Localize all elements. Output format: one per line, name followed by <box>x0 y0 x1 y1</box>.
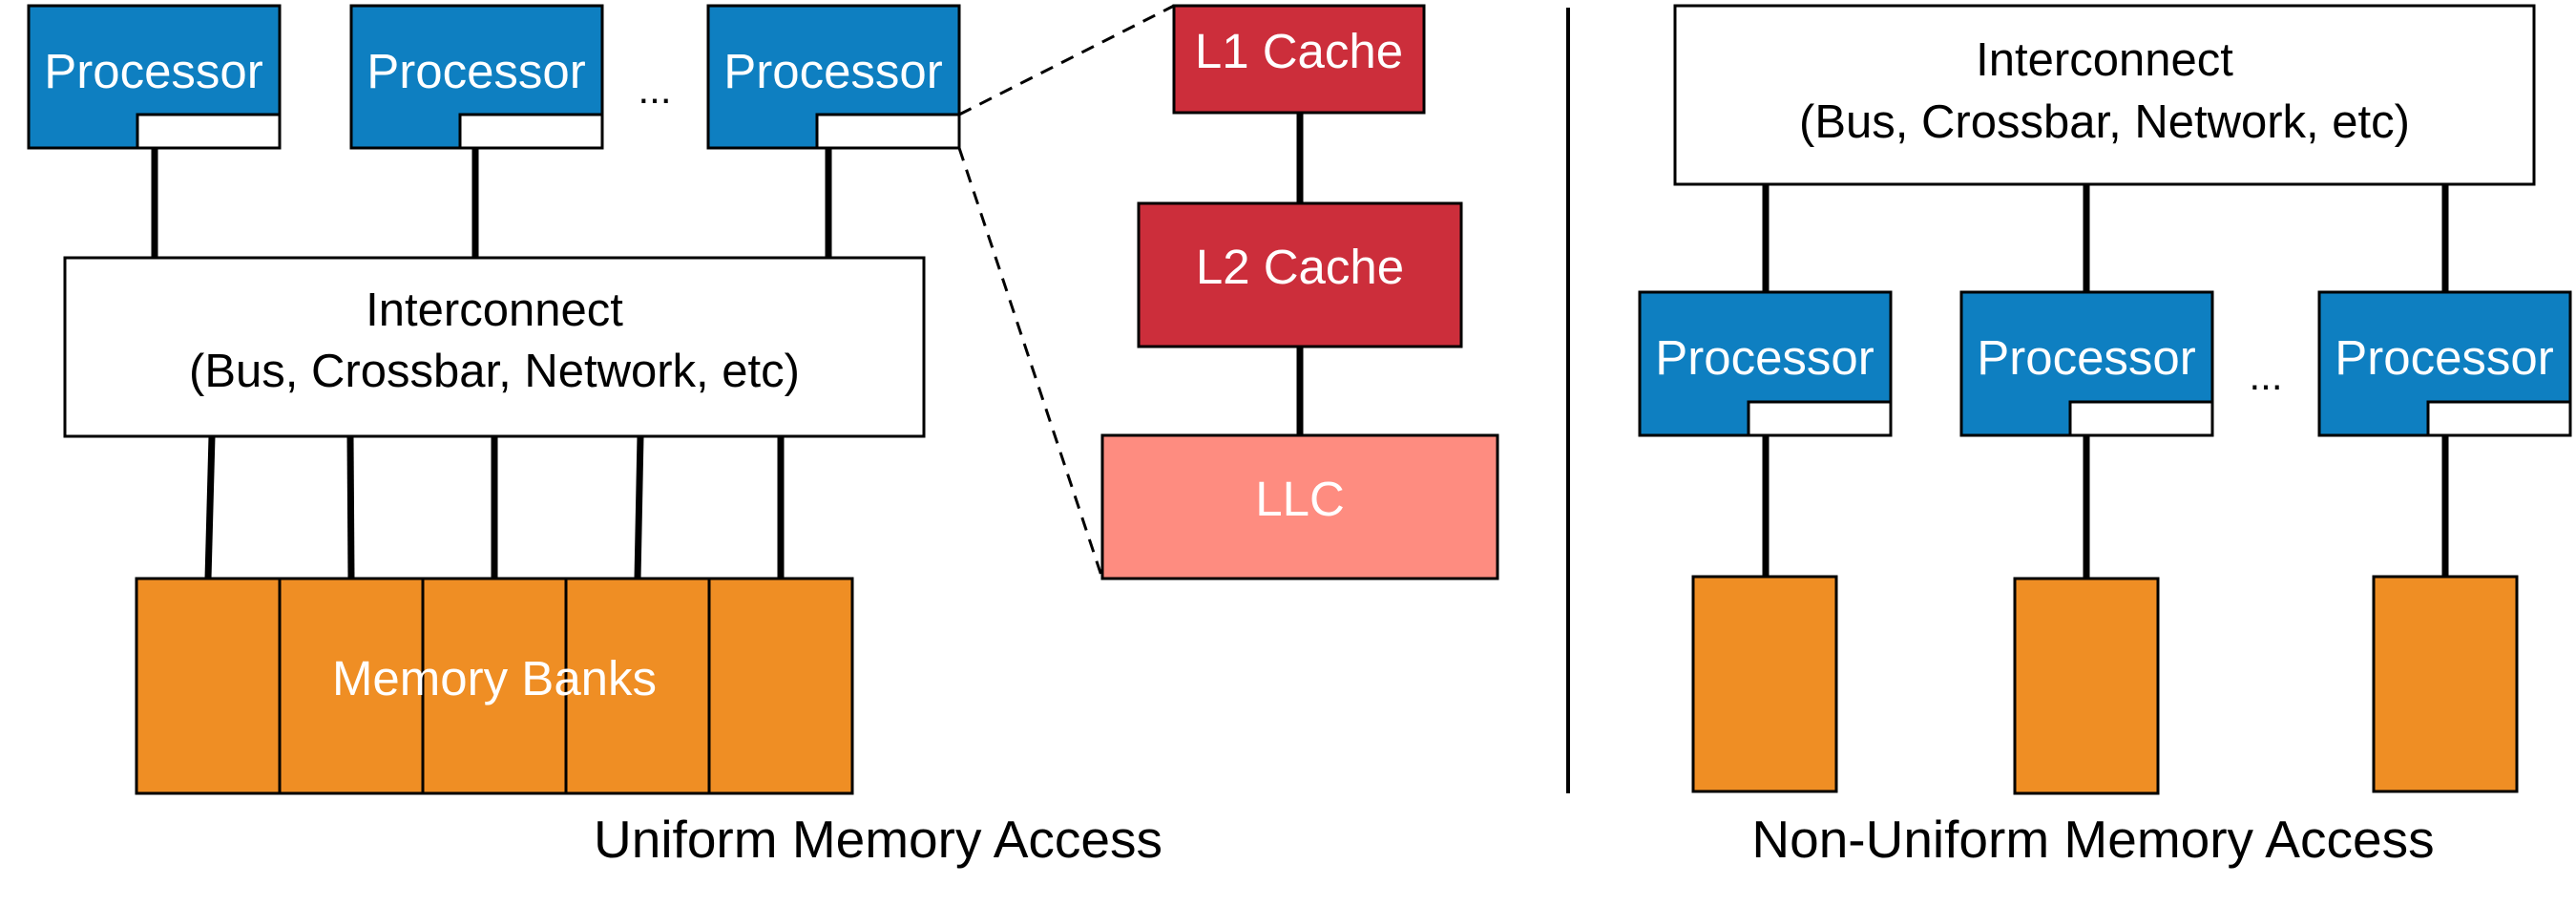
interconnect-subtitle: (Bus, Crossbar, Network, etc) <box>1799 96 2410 148</box>
interconnect-title: Interconnect <box>366 284 623 336</box>
processor-label: Processor <box>44 44 263 98</box>
l1-cache-box <box>1172 4 1426 115</box>
numa-memory-3 <box>2372 575 2519 793</box>
uma-section: Processor Processor ... Processor Interc… <box>27 4 1162 869</box>
memory-bank <box>135 577 282 795</box>
wire-interconnect-bank4 <box>634 435 644 579</box>
l1-cache-label: L1 Cache <box>1195 24 1403 78</box>
interconnect-box <box>1673 4 2536 186</box>
numa-processor-ellipsis: ... <box>2249 353 2282 398</box>
processor-cache-slot <box>458 113 604 150</box>
uma-interconnect: Interconnect (Bus, Crossbar, Network, et… <box>63 256 926 438</box>
processor-cache-slot <box>815 113 961 150</box>
numa-caption: Non-Uniform Memory Access <box>1751 810 2434 869</box>
zoom-line-bottom <box>957 147 1104 579</box>
l2-cache: L2 Cache <box>1137 201 1463 348</box>
uma-memory-banks: Memory Banks <box>135 577 854 795</box>
processor-label: Processor <box>1655 330 1874 385</box>
cache-hierarchy: L1 Cache L2 Cache LLC <box>957 4 1499 580</box>
l1-cache: L1 Cache <box>1172 4 1426 115</box>
processor-label: Processor <box>1977 330 2196 385</box>
interconnect-title: Interconnect <box>1976 34 2233 86</box>
numa-memory-1 <box>1691 575 1838 793</box>
numa-processor-2: Processor <box>1959 290 2214 437</box>
numa-section: Interconnect (Bus, Crossbar, Network, et… <box>1638 4 2572 869</box>
llc: LLC <box>1100 433 1499 580</box>
uma-caption: Uniform Memory Access <box>594 810 1162 869</box>
processor-label: Processor <box>367 44 586 98</box>
memory-bank <box>564 577 711 795</box>
numa-processor-3: Processor <box>2317 290 2572 437</box>
llc-label: LLC <box>1255 472 1345 526</box>
memory-banks-label: Memory Banks <box>332 651 657 706</box>
uma-processor-1: Processor <box>27 4 282 150</box>
uma-processor-2: Processor <box>349 4 604 150</box>
processor-cache-slot <box>1747 400 1893 437</box>
numa-processor-1: Processor <box>1638 290 1893 437</box>
uma-processor-ellipsis: ... <box>638 67 671 112</box>
interconnect-box <box>63 256 926 438</box>
numa-interconnect: Interconnect (Bus, Crossbar, Network, et… <box>1673 4 2536 186</box>
l2-cache-label: L2 Cache <box>1196 240 1404 294</box>
processor-label: Processor <box>2335 330 2554 385</box>
interconnect-subtitle: (Bus, Crossbar, Network, etc) <box>189 346 800 397</box>
memory-bank <box>421 577 568 795</box>
processor-cache-slot <box>136 113 282 150</box>
processor-label: Processor <box>723 44 943 98</box>
processor-cache-slot <box>2068 400 2214 437</box>
memory-bank <box>707 577 854 795</box>
llc-box <box>1100 433 1499 580</box>
wire-interconnect-bank1 <box>204 435 216 579</box>
processor-cache-slot <box>2426 400 2572 437</box>
zoom-line-top <box>958 4 1175 116</box>
wire-interconnect-bank2 <box>346 435 355 579</box>
l2-cache-box <box>1137 201 1463 348</box>
uma-processor-3: Processor <box>706 4 961 150</box>
numa-memory-2 <box>2013 577 2160 795</box>
memory-bank <box>278 577 425 795</box>
